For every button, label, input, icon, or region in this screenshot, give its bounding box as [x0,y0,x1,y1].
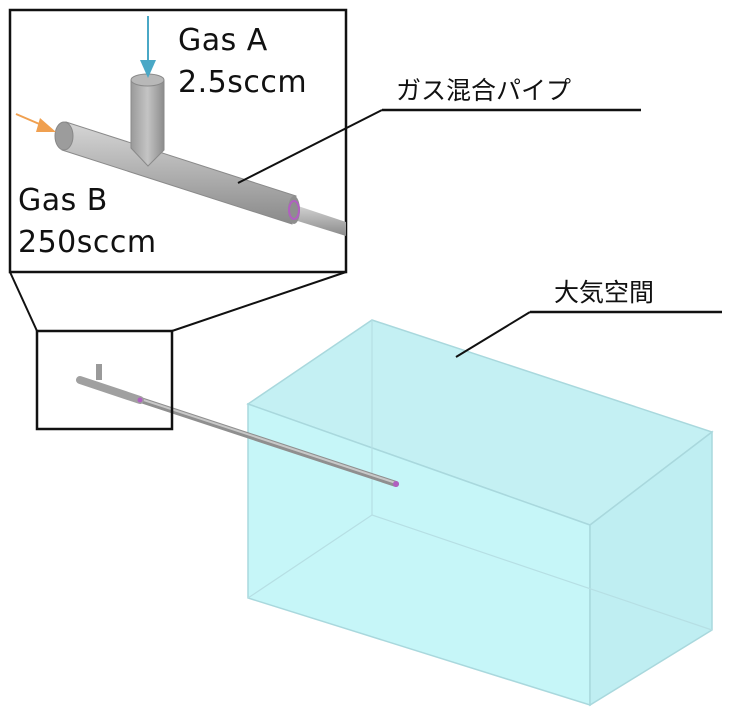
zoom-connector-left [9,271,38,332]
gas-a-flow-label: 2.5sccm [178,65,308,100]
zoom-source-box [35,329,174,431]
inset-pipe-ring [288,200,300,220]
atmosphere-box [246,319,714,707]
gas-b-arrow [15,113,56,132]
mixing-pipe-small [76,364,399,487]
zoom-connector-right [171,271,347,332]
inset-pipe-assembly [54,73,346,236]
mixing-pipe-label: ガス混合パイプ [396,76,572,105]
gas-a-arrow [140,16,156,78]
inset-vertical-pipe [130,79,165,167]
inset-outlet-pipe [288,204,346,236]
inset-pipe-inlet-end [54,121,74,151]
atmosphere-leader [455,310,722,358]
gas-b-name-label: Gas B [18,183,108,218]
box-hidden-edge [247,514,373,599]
mixing-pipe-leader [237,108,641,184]
box-hidden-edge [371,514,713,631]
gas-a-name-label: Gas A [178,23,268,58]
atmosphere-label: 大気空間 [554,278,655,307]
gas-b-flow-label: 250sccm [18,225,157,260]
